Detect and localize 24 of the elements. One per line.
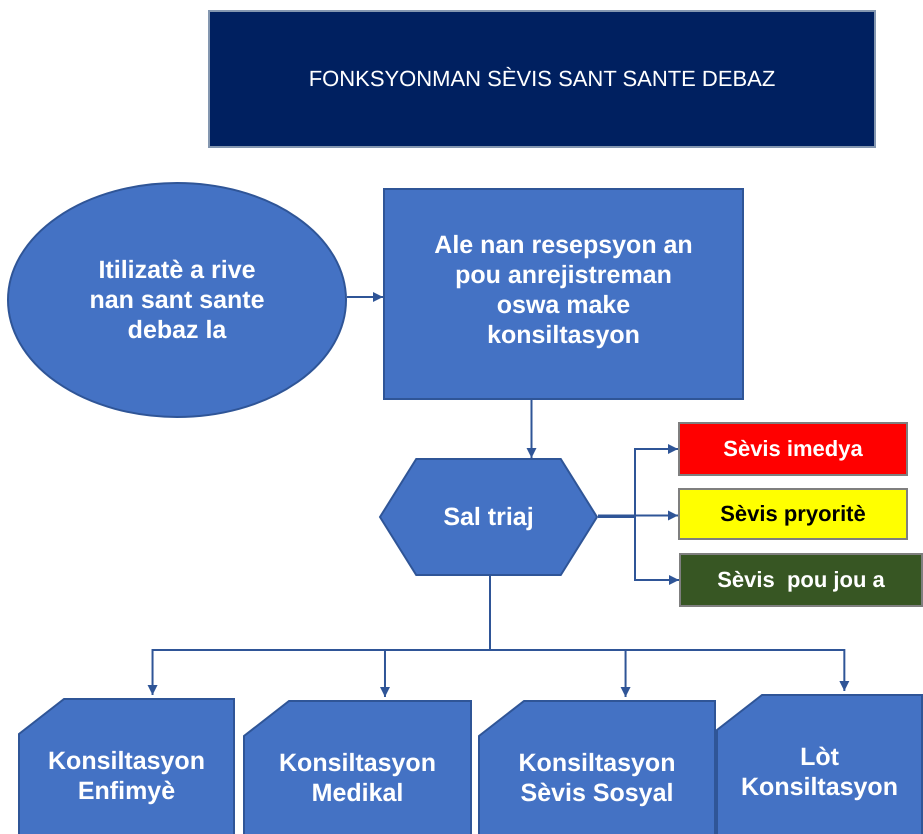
process-box (678, 488, 908, 540)
node-label: Sèvis pryoritè (720, 500, 866, 528)
arrow (598, 510, 678, 520)
node-label: Sèvis pou jou a (717, 566, 885, 594)
title-text: FONKSYONMAN SÈVIS SANT SANTE DEBAZ (308, 66, 776, 92)
arrow (347, 292, 383, 302)
node-label: Konsiltasyon Sèvis Sosyal (518, 748, 676, 808)
node-label: Itilizatè a rive nan sant sante debaz la (88, 255, 266, 345)
snipped-corner-box (716, 694, 923, 834)
snipped-corner-box (18, 698, 235, 834)
process-box (383, 188, 744, 400)
node-label: Lòt Konsiltasyon (740, 742, 899, 802)
snipped-corner-box (478, 700, 716, 834)
node-label: Ale nan resepsyon an pou anrejistreman oswa make konsiltasyon (433, 230, 694, 350)
node-label: Sèvis imedya (723, 436, 863, 462)
node-label: Konsiltasyon Medikal (278, 748, 437, 808)
arrow (526, 400, 536, 458)
preparation-hexagon (379, 458, 598, 576)
process-box (678, 422, 908, 476)
node-label: Sal triaj (443, 502, 534, 532)
node-label: Konsiltasyon Enfimyè (47, 746, 206, 806)
process-box (679, 553, 923, 607)
start-ellipse (7, 182, 347, 418)
snipped-corner-box (243, 700, 472, 834)
